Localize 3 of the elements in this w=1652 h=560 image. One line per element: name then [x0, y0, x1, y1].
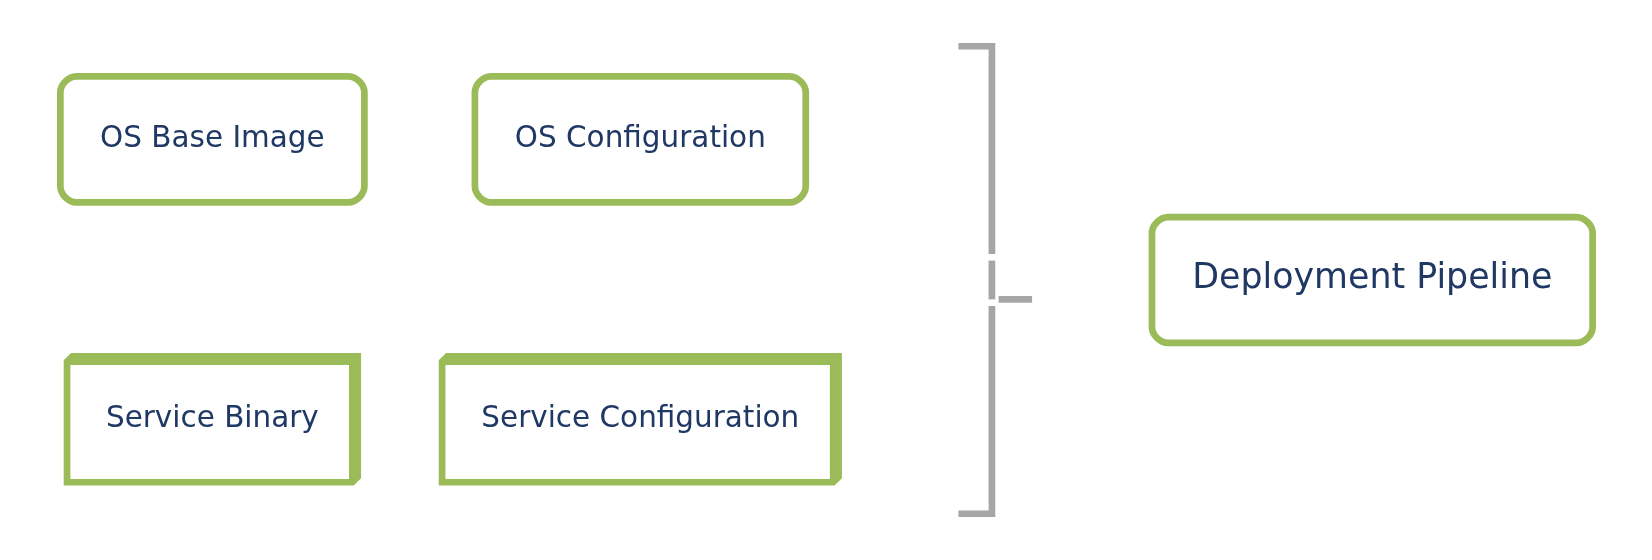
node-box: OS Base Image [56, 73, 368, 206]
node-box: OS Configuration [471, 73, 809, 206]
node-box: Deployment Pipeline [1148, 213, 1596, 347]
